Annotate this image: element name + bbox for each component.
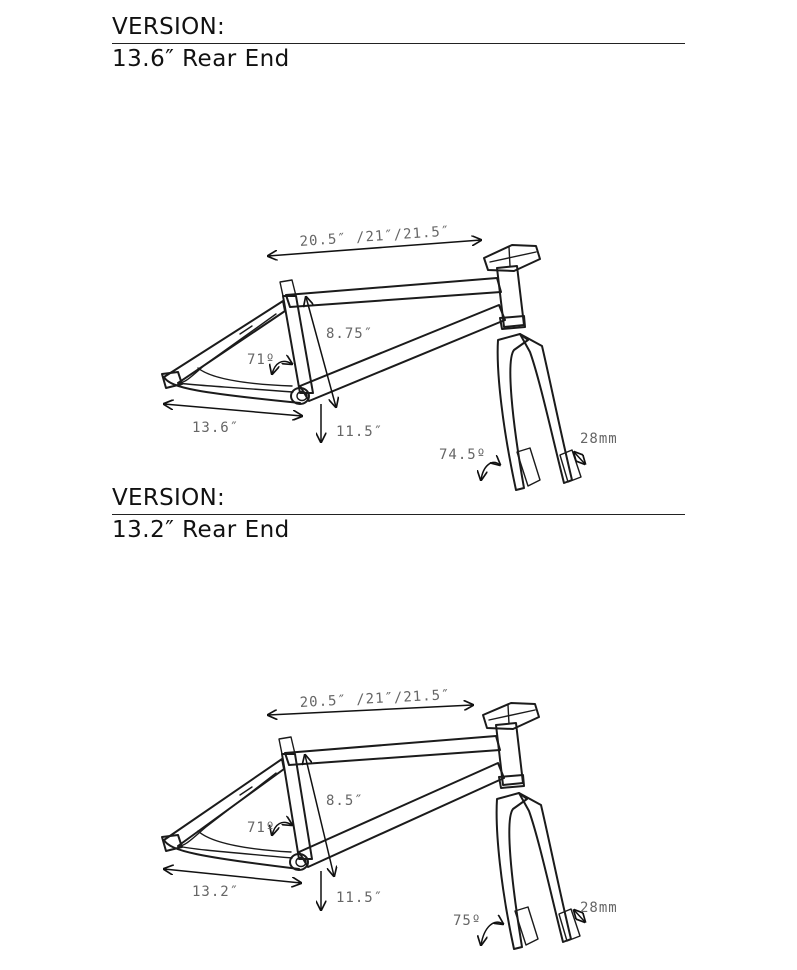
head-tube-angle-label: 75º (453, 913, 481, 929)
fork-offset-label: 28mm (580, 431, 618, 447)
heading-divider (112, 43, 685, 44)
seat-tube-angle-label: 71º (247, 820, 275, 836)
dimension-arrows (164, 705, 585, 945)
head-tube-angle-label: 74.5º (439, 447, 486, 463)
version-section-2: VERSION: 13.2″ Rear End (0, 485, 797, 970)
standover-height-label: 8.75″ (326, 326, 373, 342)
version-section-1: VERSION: 13.6″ Rear End (112, 14, 685, 491)
dimension-arrows (164, 240, 585, 480)
bike-frame-drawing (161, 244, 582, 491)
bb-height-label: 11.5″ (336, 424, 383, 440)
fork-offset-label: 28mm (580, 900, 618, 916)
chainstay-length-label: 13.6″ (192, 420, 239, 436)
top-tube-length-label: 20.5″ /21″/21.5″ (299, 687, 450, 711)
seat-tube-angle-label: 71º (247, 352, 275, 368)
version-subtitle: 13.6″ Rear End (112, 46, 290, 72)
version-label: VERSION: (112, 14, 226, 40)
standover-height-label: 8.5″ (326, 793, 364, 809)
chainstay-length-label: 13.2″ (192, 884, 239, 900)
version-subtitle: 13.2″ Rear End (112, 517, 290, 543)
heading-divider (112, 514, 685, 515)
bb-height-label: 11.5″ (336, 890, 383, 906)
frame-geometry-diagram-1: 20.5″ /21″/21.5″ 8.75″ 71º 13.6″ 11.5″ 7… (161, 224, 618, 491)
top-tube-length-label: 20.5″ /21″/21.5″ (299, 224, 451, 250)
version-label: VERSION: (112, 485, 226, 511)
frame-geometry-diagram-2: 20.5″ /21″/21.5″ 8.5″ 71º 13.2″ 11.5″ 75… (161, 687, 618, 950)
bike-frame-drawing (161, 702, 581, 950)
